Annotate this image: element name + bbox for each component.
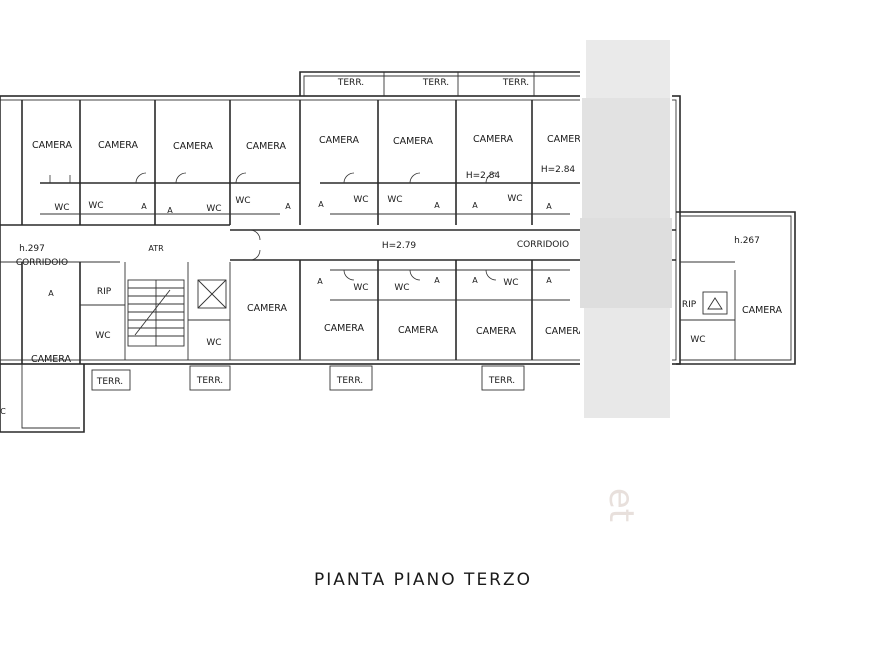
- label-camera-9: CAMERA: [247, 303, 288, 314]
- label-wc-5: WC: [353, 195, 368, 205]
- label-camera-8: CAMERA: [547, 134, 588, 145]
- label-corridoio-2: CORRIDOIO: [517, 240, 569, 250]
- label-terr-2: TERR.: [422, 78, 449, 88]
- label-camera-6: CAMERA: [393, 136, 434, 147]
- label-a-10: A: [434, 276, 440, 285]
- label-camera-13: CAMERA: [545, 326, 586, 337]
- label-terr-7: TERR.: [488, 376, 515, 386]
- label-terr-6: TERR.: [336, 376, 363, 386]
- blurred-redaction: [580, 0, 672, 420]
- label-a-7: A: [546, 202, 552, 211]
- label-a-6: A: [472, 201, 478, 210]
- label-wc-7: WC: [507, 194, 522, 204]
- label-camera-15: CAMERA: [742, 305, 783, 316]
- label-wc-8: WC: [353, 283, 368, 293]
- label-camera-10: CAMERA: [324, 323, 365, 334]
- bottom-terraces: [91, 365, 525, 391]
- label-a-3: A: [285, 202, 291, 211]
- label-camera-5: CAMERA: [319, 135, 360, 146]
- label-wc-2: WC: [88, 201, 103, 211]
- label-camera-4: CAMERA: [246, 141, 287, 152]
- label-camera-14: CAMERA: [31, 354, 72, 365]
- label-height-279: H=2.79: [382, 241, 417, 251]
- watermark-fragment: et: [601, 488, 641, 522]
- label-wc-9: WC: [394, 283, 409, 293]
- label-a-1: A: [141, 202, 147, 211]
- label-atr: ATR: [148, 244, 164, 253]
- label-a-4: A: [318, 200, 324, 209]
- label-terr-5: TERR.: [196, 376, 223, 386]
- label-camera-1: CAMERA: [32, 140, 73, 151]
- label-wc-1: WC: [54, 203, 69, 213]
- label-wc-13: WC: [690, 335, 705, 345]
- label-wc-partial: C: [0, 407, 6, 416]
- label-a-2: A: [167, 206, 173, 215]
- terrace-dividers: [383, 72, 535, 96]
- label-a-11: A: [472, 276, 478, 285]
- label-camera-7: CAMERA: [473, 134, 514, 145]
- label-terr-1: TERR.: [337, 78, 364, 88]
- elevators: [197, 279, 728, 315]
- label-corridoio-1: CORRIDOIO: [16, 258, 68, 268]
- label-camera-11: CAMERA: [398, 325, 439, 336]
- label-rip-1: RIP: [97, 287, 112, 297]
- door-swings: [49, 172, 497, 281]
- label-a-9: A: [317, 277, 323, 286]
- label-wc-11: WC: [95, 331, 110, 341]
- label-a-5: A: [434, 201, 440, 210]
- label-height-284-b: H=2.84: [541, 165, 576, 175]
- room-labels: CAMERA CAMERA CAMERA CAMERA CAMERA CAMER…: [0, 78, 782, 416]
- label-camera-3: CAMERA: [173, 141, 214, 152]
- label-terr-3: TERR.: [502, 78, 529, 88]
- label-height-284-a: H=2.84: [466, 171, 501, 181]
- label-camera-12: CAMERA: [476, 326, 517, 337]
- label-a-12: A: [546, 276, 552, 285]
- label-camera-2: CAMERA: [98, 140, 139, 151]
- label-wc-12: WC: [206, 338, 221, 348]
- label-height-267: h.267: [734, 236, 760, 246]
- label-wc-4: WC: [235, 196, 250, 206]
- label-wc-10: WC: [503, 278, 518, 288]
- label-rip-2: RIP: [682, 300, 697, 310]
- label-terr-4: TERR.: [96, 377, 123, 387]
- label-a-8: A: [48, 289, 54, 298]
- label-wc-6: WC: [387, 195, 402, 205]
- label-wc-3: WC: [206, 204, 221, 214]
- drawing-title: PIANTA PIANO TERZO: [314, 570, 532, 590]
- staircase: [127, 279, 185, 347]
- label-height-297: h.297: [19, 244, 45, 254]
